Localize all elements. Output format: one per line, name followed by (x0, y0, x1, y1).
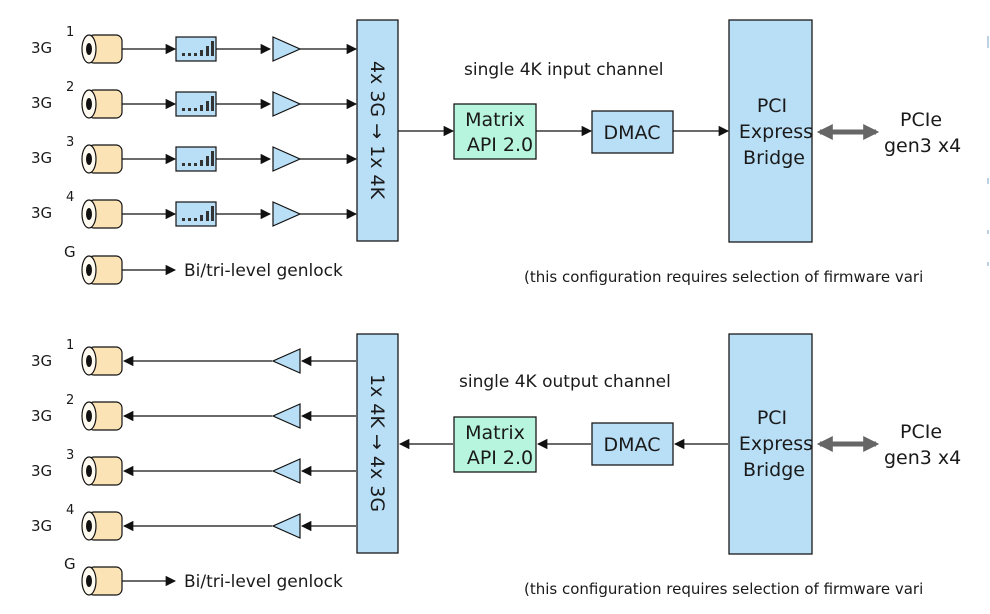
output-channel-4: 3G 4 (31, 503, 356, 541)
input-channel-3-type: 3G (31, 149, 52, 167)
input-channel-4-bnc-connector-icon (81, 199, 123, 229)
input-section: 3G 1 3G 2 (31, 19, 961, 286)
input-channel-1-number: 1 (66, 25, 74, 40)
output-pci-express-bridge-block: PCI Express Bridge (728, 333, 813, 555)
input-bridge-line2: Express (739, 121, 813, 143)
input-channel-1: 3G 1 (31, 25, 358, 64)
right-edge-crop (965, 0, 990, 614)
output-dmac-block: DMAC (591, 422, 674, 466)
output-section: 3G 1 3G 2 3G 3 (31, 333, 961, 598)
output-channel-2-type: 3G (31, 407, 52, 425)
input-converter-label: 4x 3G → 1x 4K (366, 61, 388, 200)
input-dmac-label: DMAC (604, 122, 661, 144)
output-channel-1-bnc-connector-icon (81, 346, 123, 376)
input-matrix-line1: Matrix (465, 109, 525, 131)
input-bridge-line1: PCI (757, 95, 787, 117)
output-channel-3-number: 3 (66, 448, 74, 463)
input-section-title: single 4K input channel (464, 60, 664, 80)
input-channel-1-bnc-connector-icon (81, 34, 123, 64)
output-channel-2-amplifier-icon (271, 403, 301, 429)
input-channel-3-amplifier-icon (272, 146, 302, 172)
input-firmware-note: (this configuration requires selection o… (524, 268, 923, 286)
input-channel-3: 3G 3 (31, 135, 358, 174)
output-channel-4-amplifier-icon (271, 513, 301, 539)
output-channel-3-bnc-connector-icon (81, 456, 123, 486)
output-channel-3-amplifier-icon (271, 458, 301, 484)
output-matrix-line1: Matrix (465, 422, 525, 444)
output-matrix-line2: API 2.0 (467, 447, 533, 469)
input-channel-2: 3G 2 (31, 80, 358, 119)
output-channel-3: 3G 3 (31, 448, 356, 486)
input-channel-2-bnc-connector-icon (81, 89, 123, 119)
output-genlock-bnc-connector-icon (81, 566, 123, 596)
output-channel-2-number: 2 (66, 393, 74, 408)
input-channel-2-number: 2 (66, 80, 74, 95)
input-channel-1-amplifier-icon (272, 36, 302, 62)
input-channel-4-level-meter-icon (175, 201, 217, 227)
input-pci-express-bridge-block: PCI Express Bridge (728, 19, 813, 243)
output-channel-4-number: 4 (66, 503, 74, 518)
input-matrix-api-block: Matrix API 2.0 (453, 103, 537, 160)
input-bridge-line3: Bridge (743, 147, 805, 169)
output-channel-1-amplifier-icon (271, 348, 301, 374)
input-genlock-label: Bi/tri-level genlock (184, 261, 343, 281)
input-channel-3-number: 3 (66, 135, 74, 150)
input-channel-1-type: 3G (31, 39, 52, 57)
output-firmware-note: (this configuration requires selection o… (524, 580, 923, 598)
input-channel-3-level-meter-icon (175, 146, 217, 172)
output-bridge-line1: PCI (757, 407, 787, 429)
input-pcie-line1: PCIe (900, 109, 942, 131)
input-channel-2-amplifier-icon (272, 91, 302, 117)
output-channel-1: 3G 1 (31, 338, 356, 376)
input-matrix-line2: API 2.0 (467, 134, 533, 156)
input-channel-1-level-meter-icon (175, 36, 217, 62)
input-channel-2-level-meter-icon (175, 91, 217, 117)
output-converter-block: 1x 4K → 4x 3G (356, 333, 399, 554)
output-bridge-line2: Express (739, 433, 813, 455)
input-genlock-type: G (64, 243, 76, 261)
output-genlock-type: G (64, 555, 76, 573)
output-pcie-line2: gen3 x4 (884, 447, 961, 469)
output-channel-1-type: 3G (31, 352, 52, 370)
output-channel-2: 3G 2 (31, 393, 356, 431)
input-channel-4-number: 4 (66, 190, 74, 205)
output-section-title: single 4K output channel (459, 372, 671, 392)
output-matrix-api-block: Matrix API 2.0 (453, 416, 537, 473)
output-channel-1-number: 1 (66, 338, 74, 353)
output-genlock-label: Bi/tri-level genlock (184, 572, 343, 592)
input-channel-4-type: 3G (31, 204, 52, 222)
output-channel-2-bnc-connector-icon (81, 401, 123, 431)
output-converter-label: 1x 4K → 4x 3G (366, 374, 388, 512)
input-converter-block: 4x 3G → 1x 4K (356, 19, 399, 242)
input-genlock-bnc-connector-icon (81, 255, 123, 285)
output-channel-3-type: 3G (31, 462, 52, 480)
output-dmac-label: DMAC (604, 434, 661, 456)
input-channel-4: 3G 4 (31, 190, 358, 229)
output-genlock: G Bi/tri-level genlock (64, 555, 343, 596)
input-channel-4-amplifier-icon (272, 201, 302, 227)
input-pcie-line2: gen3 x4 (884, 135, 961, 157)
input-genlock: G Bi/tri-level genlock (64, 243, 343, 285)
input-channel-2-type: 3G (31, 94, 52, 112)
output-bridge-line3: Bridge (743, 459, 805, 481)
output-channel-4-type: 3G (31, 517, 52, 535)
output-channel-4-bnc-connector-icon (81, 511, 123, 541)
output-pcie-line1: PCIe (900, 421, 942, 443)
input-channel-3-bnc-connector-icon (81, 144, 123, 174)
input-dmac-block: DMAC (591, 110, 674, 154)
